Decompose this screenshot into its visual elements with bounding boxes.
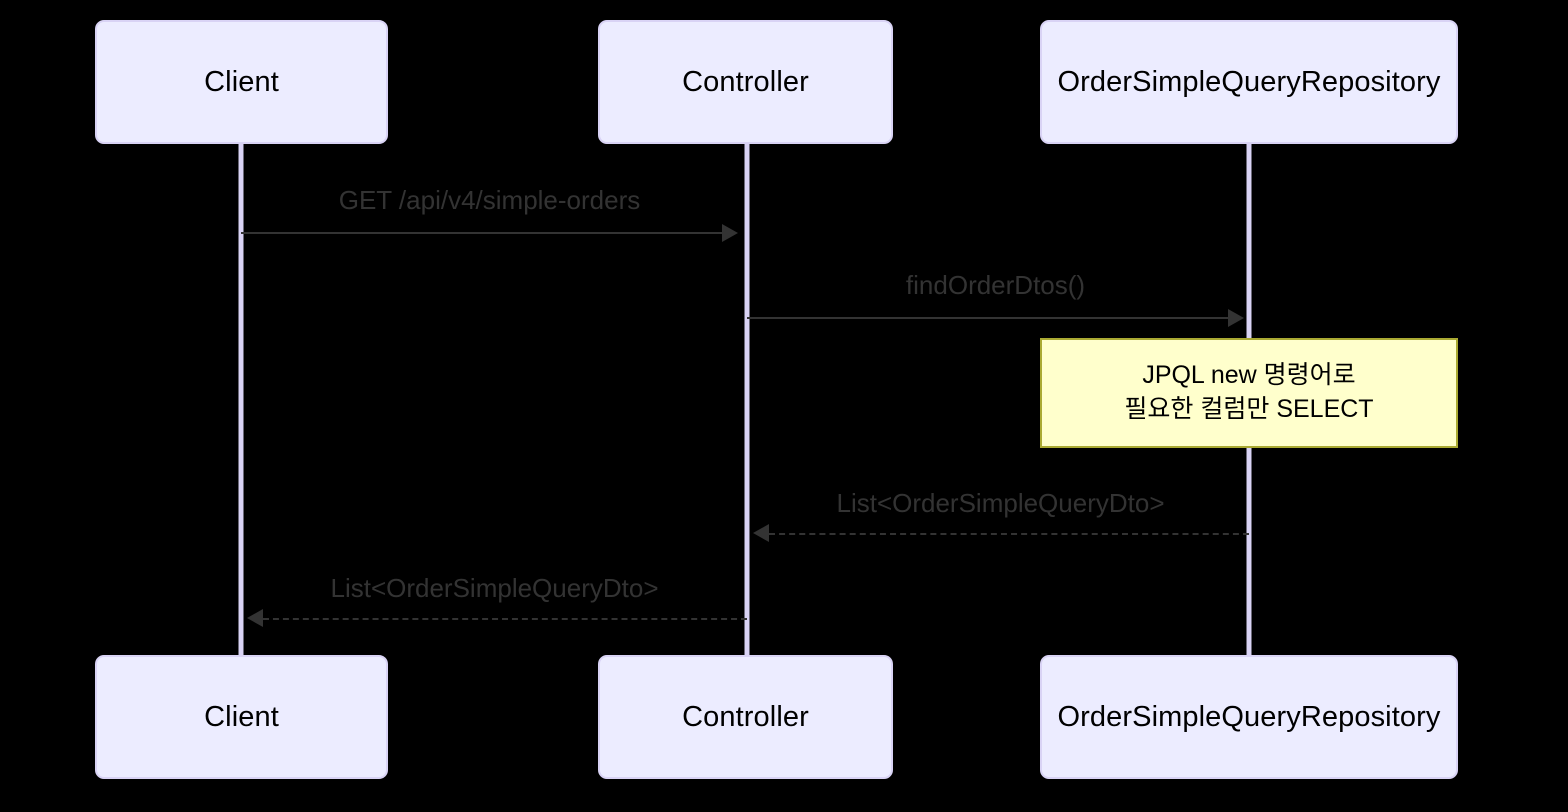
message-line-return-dto-list-client [263, 618, 747, 620]
participant-box-controller-bottom[interactable]: Controller [598, 655, 893, 779]
participant-label-client-bottom: Client [204, 700, 279, 733]
message-arrowhead-find-order-dtos [1228, 309, 1244, 327]
participant-label-client-top: Client [204, 65, 279, 98]
participant-box-repository-top[interactable]: OrderSimpleQueryRepository [1040, 20, 1458, 144]
participant-box-client-top[interactable]: Client [95, 20, 388, 144]
message-arrowhead-get-simple-orders [722, 224, 738, 242]
message-line-find-order-dtos [747, 317, 1228, 319]
message-line-get-simple-orders [241, 232, 722, 234]
participant-label-controller-top: Controller [682, 65, 809, 98]
participant-box-repository-bottom[interactable]: OrderSimpleQueryRepository [1040, 655, 1458, 779]
lifeline-client [238, 143, 244, 658]
message-line-return-dto-list-repository [769, 533, 1249, 535]
message-label-return-dto-list-client: List<OrderSimpleQueryDto> [330, 573, 659, 603]
note-line-1: JPQL new 명령어로 [1142, 361, 1356, 390]
note-jpql-new: JPQL new 명령어로 필요한 컬럼만 SELECT [1040, 338, 1458, 448]
participant-box-client-bottom[interactable]: Client [95, 655, 388, 779]
message-label-find-order-dtos: findOrderDtos() [905, 270, 1086, 300]
message-arrowhead-return-dto-list-client [247, 609, 263, 627]
note-line-2: 필요한 컬럼만 SELECT [1124, 395, 1374, 423]
message-arrowhead-return-dto-list-repository [753, 524, 769, 542]
message-label-get-simple-orders: GET /api/v4/simple-orders [338, 185, 641, 215]
participant-label-controller-bottom: Controller [682, 700, 809, 733]
participant-label-repository-bottom: OrderSimpleQueryRepository [1057, 700, 1441, 733]
participant-label-repository-top: OrderSimpleQueryRepository [1057, 65, 1441, 98]
participant-box-controller-top[interactable]: Controller [598, 20, 893, 144]
message-label-return-dto-list-repository: List<OrderSimpleQueryDto> [836, 488, 1165, 518]
lifeline-controller [744, 143, 750, 658]
